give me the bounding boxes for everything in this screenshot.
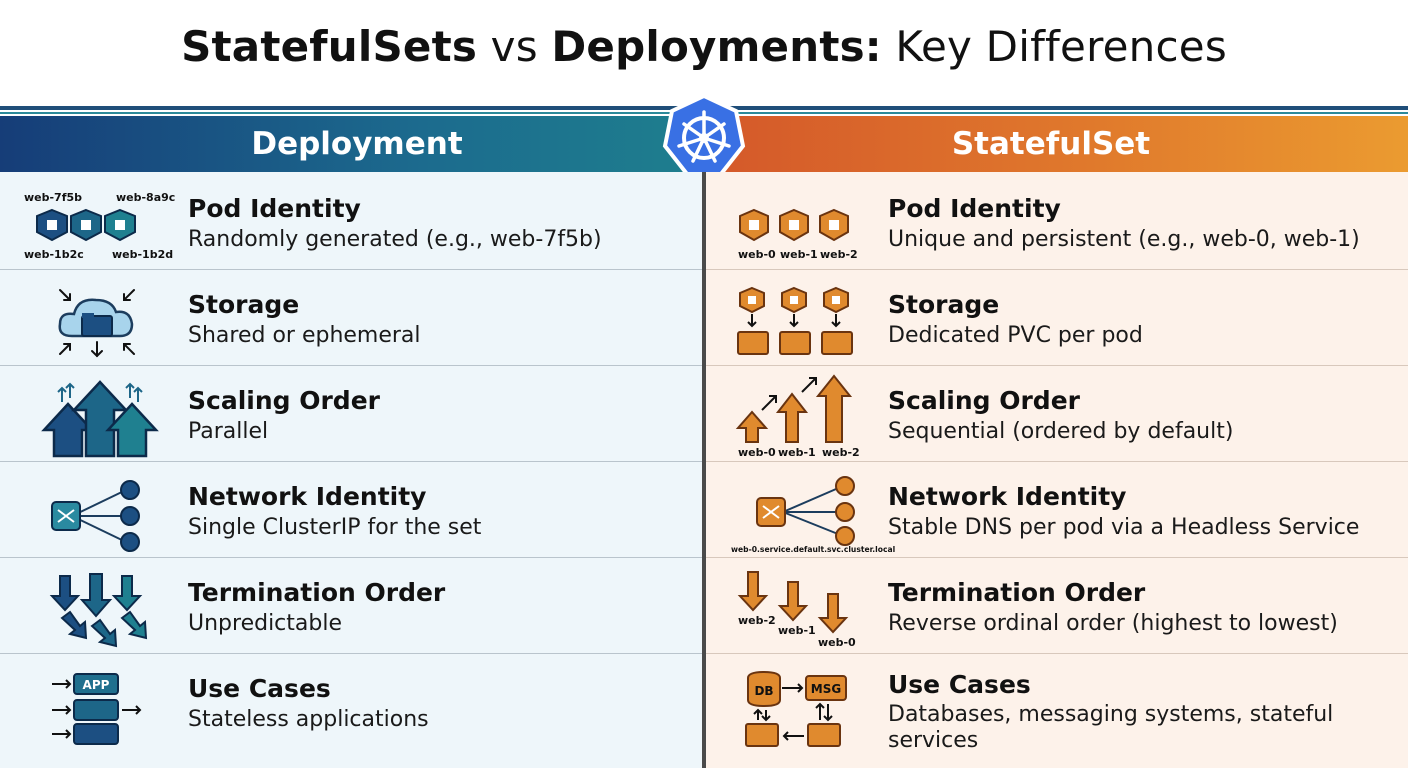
stateful-services-icon: DB MSG bbox=[745, 670, 847, 747]
column-divider bbox=[702, 172, 706, 768]
headless-service-dns-icon: web-0.service.default.svc.cluster.local bbox=[731, 476, 895, 554]
row-title: Use Cases bbox=[188, 674, 331, 703]
svg-text:web-1b2c: web-1b2c bbox=[24, 248, 84, 261]
row-title: Use Cases bbox=[888, 670, 1031, 699]
svg-text:web-0: web-0 bbox=[818, 636, 856, 649]
row-separator bbox=[0, 461, 702, 462]
deployment-row-network-identity: Network Identity Single ClusterIP for th… bbox=[0, 464, 702, 560]
statefulset-row-termination-order: web-2 web-1 web-0 Termination Order Reve… bbox=[706, 560, 1408, 656]
page-title: StatefulSets vs Deployments: Key Differe… bbox=[181, 22, 1227, 71]
row-separator bbox=[0, 269, 702, 270]
row-title: Scaling Order bbox=[888, 386, 1080, 415]
statefulset-row-network-identity: web-0.service.default.svc.cluster.local … bbox=[706, 464, 1408, 560]
row-separator bbox=[706, 269, 1408, 270]
shared-storage-cloud-icon bbox=[58, 289, 135, 358]
svg-text:web-1b2d: web-1b2d bbox=[112, 248, 173, 261]
dedicated-pvc-icon bbox=[737, 286, 853, 355]
row-separator bbox=[0, 365, 702, 366]
deployment-desc: Single ClusterIP for the set bbox=[188, 515, 482, 540]
cluster-ip-service-icon bbox=[51, 480, 140, 552]
deployment-header: Deployment bbox=[0, 116, 704, 172]
statefulset-row-use-cases: DB MSG Use Cases Databases, messaging sy… bbox=[706, 656, 1408, 753]
svg-text:web-7f5b: web-7f5b bbox=[24, 191, 82, 204]
row-title: Network Identity bbox=[188, 482, 427, 511]
deployment-desc: Randomly generated (e.g., web-7f5b) bbox=[188, 227, 602, 252]
parallel-scaling-arrows-icon bbox=[41, 380, 159, 458]
row-title: Network Identity bbox=[888, 482, 1127, 511]
row-separator bbox=[706, 557, 1408, 558]
deployment-row-use-cases: APP Use Cases Stateless applications bbox=[0, 656, 702, 752]
row-title: Termination Order bbox=[888, 578, 1146, 607]
svg-text:web-1: web-1 bbox=[778, 624, 816, 637]
deployment-desc: Shared or ephemeral bbox=[188, 323, 421, 348]
svg-text:web-2: web-2 bbox=[738, 614, 776, 627]
deployment-desc: Parallel bbox=[188, 419, 269, 444]
row-separator bbox=[706, 461, 1408, 462]
ordered-pods-icon: web-0 web-1 web-2 bbox=[738, 208, 858, 261]
row-title: Termination Order bbox=[188, 578, 446, 607]
row-separator bbox=[706, 653, 1408, 654]
row-separator bbox=[0, 653, 702, 654]
svg-text:web-1: web-1 bbox=[780, 248, 818, 261]
svg-text:APP: APP bbox=[83, 678, 110, 692]
random-pods-icon: web-7f5b web-8a9c web-1b2c web-1b2d bbox=[24, 191, 175, 261]
sequential-scaling-arrows-icon: web-0 web-1 web-2 bbox=[735, 374, 860, 459]
svg-text:web-0.service.default.svc.clus: web-0.service.default.svc.cluster.local bbox=[731, 545, 895, 554]
row-separator bbox=[0, 557, 702, 558]
svg-text:web-0: web-0 bbox=[738, 248, 776, 261]
statefulset-desc: Unique and persistent (e.g., web-0, web-… bbox=[888, 227, 1360, 252]
statefulset-desc: Sequential (ordered by default) bbox=[888, 419, 1234, 444]
statefulset-desc: Reverse ordinal order (highest to lowest… bbox=[888, 611, 1338, 636]
stateless-app-icon: APP bbox=[52, 673, 142, 745]
statefulset-panel bbox=[706, 172, 1408, 768]
statefulset-desc: Dedicated PVC per pod bbox=[888, 323, 1143, 348]
row-title: Storage bbox=[888, 290, 1000, 319]
row-separator bbox=[706, 365, 1408, 366]
svg-text:web-8a9c: web-8a9c bbox=[116, 191, 175, 204]
random-termination-arrows-icon bbox=[49, 573, 148, 648]
reverse-termination-arrows-icon: web-2 web-1 web-0 bbox=[737, 571, 856, 649]
statefulset-desc: Databases, messaging systems, stateful s… bbox=[888, 702, 1334, 753]
deployment-row-termination-order: Termination Order Unpredictable bbox=[0, 560, 702, 656]
svg-text:DB: DB bbox=[754, 684, 773, 698]
deployment-desc: Unpredictable bbox=[188, 611, 342, 636]
statefulset-row-storage: Storage Dedicated PVC per pod bbox=[706, 272, 1408, 368]
row-title: Storage bbox=[188, 290, 300, 319]
kubernetes-logo-icon bbox=[662, 93, 746, 176]
svg-text:MSG: MSG bbox=[811, 682, 841, 696]
statefulset-desc: Stable DNS per pod via a Headless Servic… bbox=[888, 515, 1360, 540]
statefulset-row-pod-identity: web-0 web-1 web-2 Pod Identity Unique an… bbox=[706, 176, 1408, 272]
row-title: Pod Identity bbox=[188, 194, 361, 223]
deployment-desc: Stateless applications bbox=[188, 707, 429, 732]
statefulset-row-scaling-order: web-0 web-1 web-2 Scaling Order Sequenti… bbox=[706, 368, 1408, 464]
statefulset-header: StatefulSet bbox=[704, 116, 1408, 172]
svg-text:web-1: web-1 bbox=[778, 446, 816, 459]
deployment-row-storage: Storage Shared or ephemeral bbox=[0, 272, 702, 368]
row-title: Pod Identity bbox=[888, 194, 1061, 223]
svg-text:web-2: web-2 bbox=[820, 248, 858, 261]
svg-text:web-0: web-0 bbox=[738, 446, 776, 459]
svg-text:web-2: web-2 bbox=[822, 446, 860, 459]
deployment-row-pod-identity: web-7f5b web-8a9c web-1b2c web-1b2d Pod … bbox=[0, 176, 702, 272]
deployment-panel bbox=[0, 172, 702, 768]
deployment-row-scaling-order: Scaling Order Parallel bbox=[0, 368, 702, 464]
row-title: Scaling Order bbox=[188, 386, 380, 415]
